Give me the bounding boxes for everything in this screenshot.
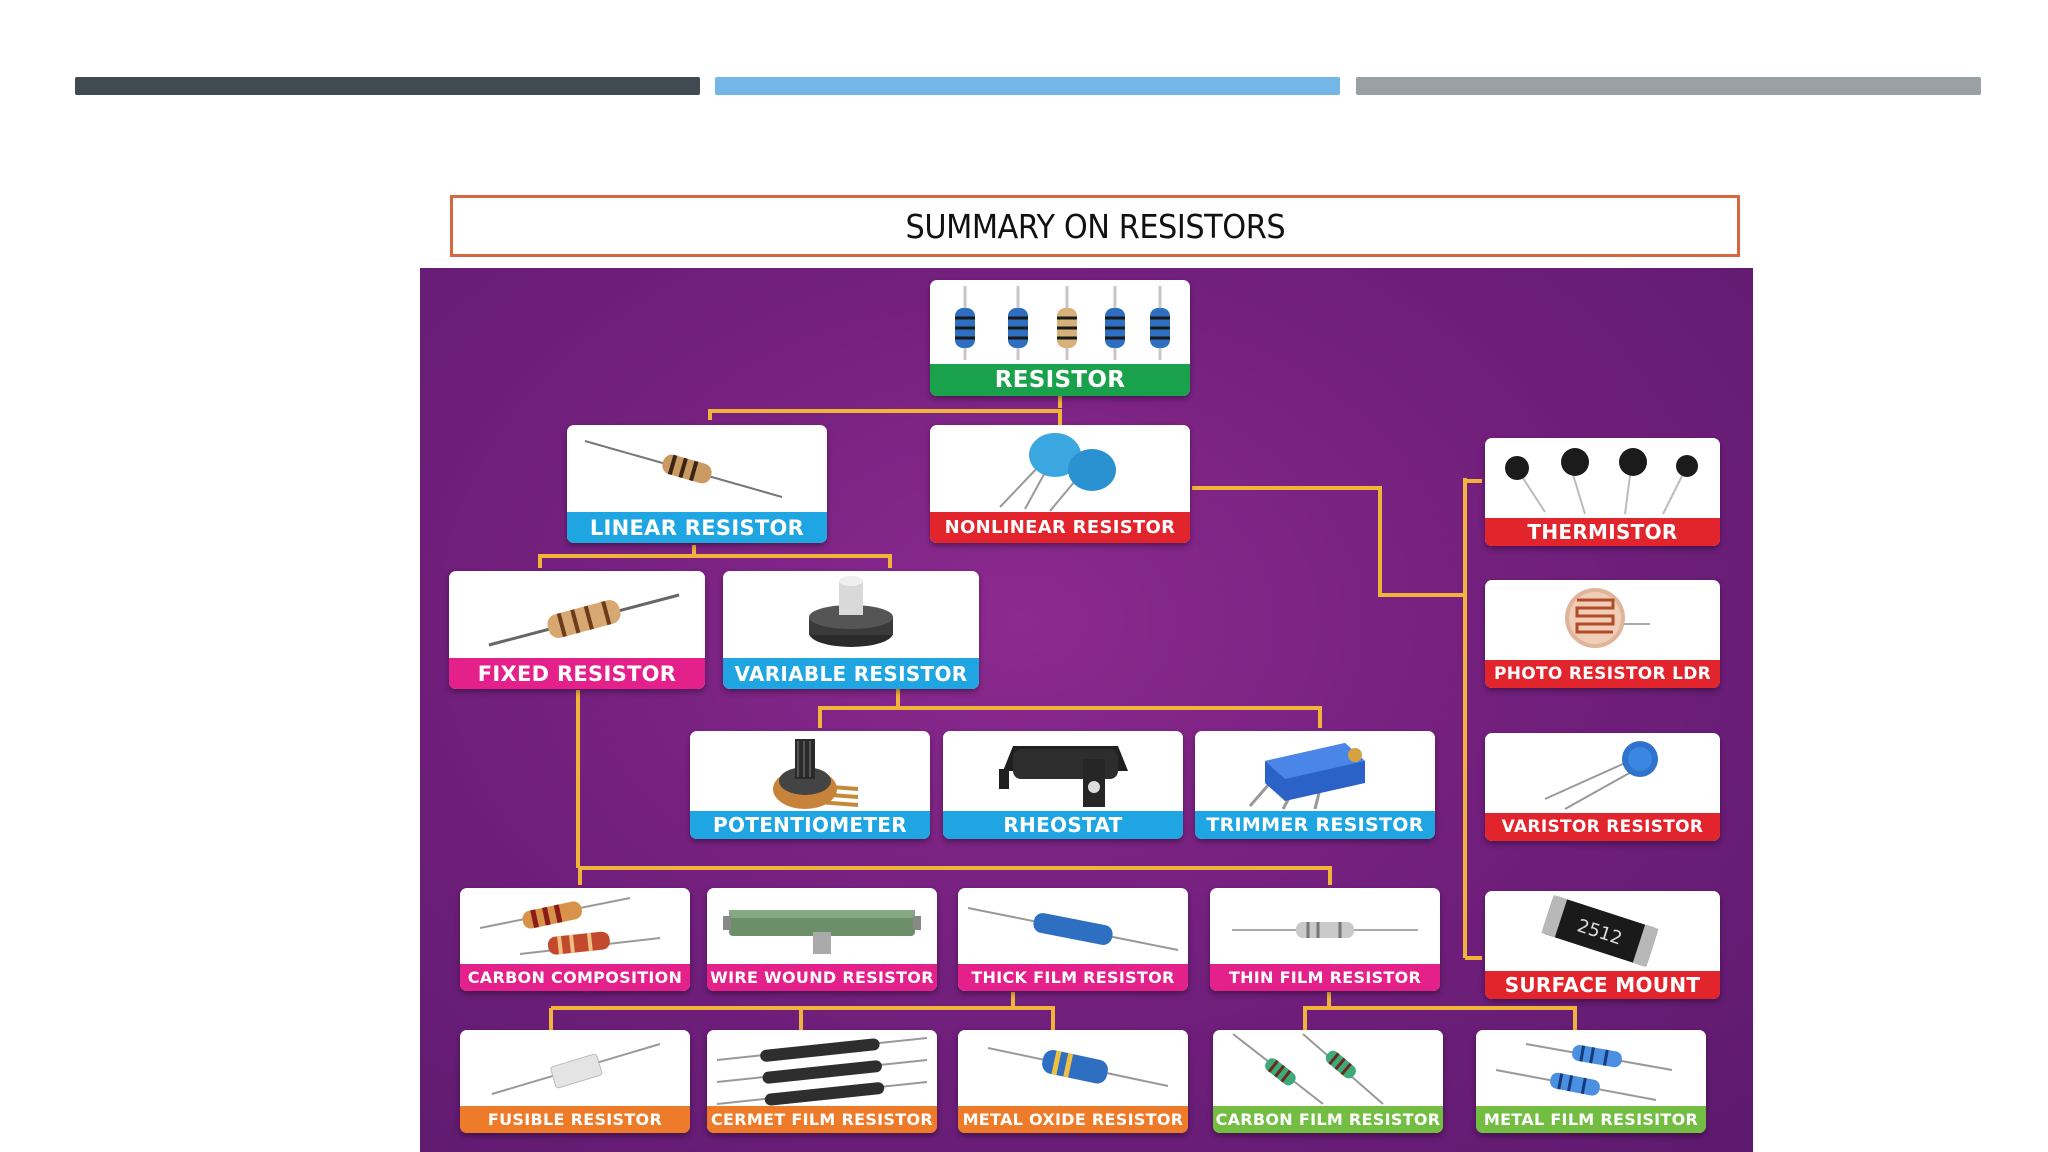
thick-film-icon [967,907,1179,951]
node-trimmer-resistor: TRIMMER RESISTOR [1195,731,1435,839]
carbon-film-icon [1232,1033,1384,1105]
node-nonlinear-resistor-label: NONLINEAR RESISTOR [930,512,1190,543]
connector-lines [538,388,1577,1030]
title-box: SUMMARY ON RESISTORS [450,195,1740,257]
node-cermet-film-resistor-label: CERMET FILM RESISTOR [707,1106,937,1133]
node-metal-film-resistor-label: METAL FILM RESISITOR [1476,1106,1706,1133]
potentiometer-icon [773,739,859,809]
resistor-tree-diagram: RESISTOR LINEAR RESISTOR NONLINEAR RESIS… [420,268,1753,1152]
node-nonlinear-resistor: NONLINEAR RESISTOR [930,425,1190,543]
node-wire-wound-resistor: WIRE WOUND RESISTOR [707,888,937,991]
node-surface-mount: 2512 SURFACE MOUNT [1485,891,1720,999]
ldr-icon [1565,588,1650,648]
node-carbon-composition: CARBON COMPOSITION [460,888,690,991]
trimmer-icon [1248,743,1365,810]
node-surface-mount-label: SURFACE MOUNT [1485,971,1720,999]
node-varistor-resistor: VARISTOR RESISTOR [1485,733,1720,841]
node-trimmer-resistor-label: TRIMMER RESISTOR [1195,811,1435,839]
node-carbon-film-resistor: CARBON FILM RESISTOR [1213,1030,1443,1133]
wire-wound-icon [723,910,921,954]
node-varistor-resistor-label: VARISTOR RESISTOR [1485,813,1720,841]
thermistor-icon [1505,448,1698,515]
node-rheostat-label: RHEOSTAT [943,811,1183,839]
page-title: SUMMARY ON RESISTORS [905,206,1285,246]
node-fusible-resistor-label: FUSIBLE RESISTOR [460,1106,690,1133]
node-variable-resistor: VARIABLE RESISTOR [723,571,979,689]
node-metal-oxide-resistor: METAL OXIDE RESISTOR [958,1030,1188,1133]
node-rheostat: RHEOSTAT [943,731,1183,839]
node-carbon-film-resistor-label: CARBON FILM RESISTOR [1213,1106,1443,1133]
varistor-icon [1544,741,1658,810]
node-thin-film-resistor-label: THIN FILM RESISTOR [1210,964,1440,991]
axial-resistor-icon [584,440,783,498]
carbon-composition-icon [479,897,661,955]
node-thick-film-resistor: THICK FILM RESISTOR [958,888,1188,991]
node-fixed-resistor: FIXED RESISTOR [449,571,705,689]
node-thin-film-resistor: THIN FILM RESISTOR [1210,888,1440,991]
node-potentiometer-label: POTENTIOMETER [690,811,930,839]
header-bar-gray [1356,77,1981,95]
fixed-resistor-icon [488,593,680,647]
header-bar-blue [715,77,1340,95]
rheostat-icon [999,746,1128,807]
node-carbon-composition-label: CARBON COMPOSITION [460,964,690,991]
node-photo-resistor-ldr: PHOTO RESISTOR LDR [1485,580,1720,688]
node-thermistor-label: THERMISTOR [1485,518,1720,546]
node-resistor: RESISTOR [930,280,1190,396]
disc-varistor-icon [999,433,1116,512]
node-resistor-label: RESISTOR [930,364,1190,396]
node-cermet-film-resistor: CERMET FILM RESISTOR [707,1030,937,1133]
node-wire-wound-resistor-label: WIRE WOUND RESISTOR [707,964,937,991]
node-linear-resistor-label: LINEAR RESISTOR [567,512,827,543]
node-metal-film-resistor: METAL FILM RESISITOR [1476,1030,1706,1133]
node-fixed-resistor-label: FIXED RESISTOR [449,658,705,689]
node-variable-resistor-label: VARIABLE RESISTOR [723,658,979,689]
node-fusible-resistor: FUSIBLE RESISTOR [460,1030,690,1133]
header-bar-dark [75,77,700,95]
node-thick-film-resistor-label: THICK FILM RESISTOR [958,964,1188,991]
metal-oxide-icon [987,1047,1169,1087]
node-metal-oxide-resistor-label: METAL OXIDE RESISTOR [958,1106,1188,1133]
fusible-resistor-icon [491,1043,661,1095]
cermet-resistor-icon [716,1037,928,1106]
metal-film-icon [1495,1043,1673,1101]
node-thermistor: THERMISTOR [1485,438,1720,546]
smd-resistor-icon: 2512 [1541,894,1659,968]
node-linear-resistor: LINEAR RESISTOR [567,425,827,543]
node-photo-resistor-ldr-label: PHOTO RESISTOR LDR [1485,660,1720,688]
resistor-group-icon [955,286,1170,360]
node-potentiometer: POTENTIOMETER [690,731,930,839]
variable-resistor-icon [809,576,893,647]
thin-film-icon [1232,922,1418,938]
